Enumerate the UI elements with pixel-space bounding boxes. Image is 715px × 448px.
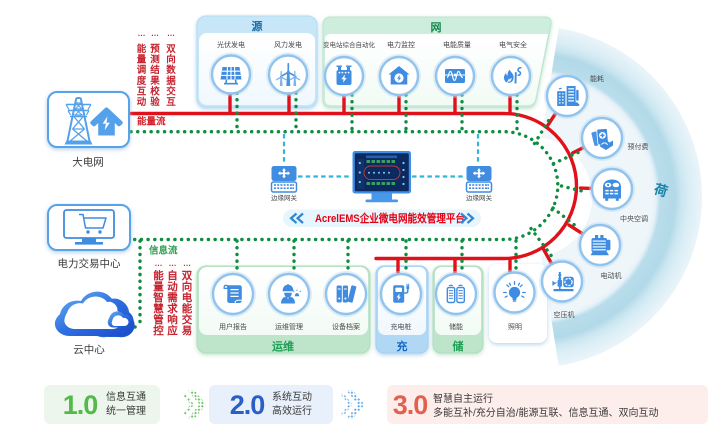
svg-text:双向数据交互: 双向数据交互 xyxy=(165,44,176,108)
svg-text:…: … xyxy=(138,29,146,38)
svg-text:储能: 储能 xyxy=(449,322,463,331)
svg-text:照明: 照明 xyxy=(508,323,522,331)
svg-text:预付费: 预付费 xyxy=(628,142,649,151)
svg-text:边缘网关: 边缘网关 xyxy=(271,193,298,202)
svg-text:电能质量: 电能质量 xyxy=(443,40,471,49)
svg-text:1.0: 1.0 xyxy=(63,390,98,420)
svg-text:…: … xyxy=(183,259,191,268)
svg-text:…: … xyxy=(167,29,175,38)
svg-text:能量调度互动: 能量调度互动 xyxy=(137,43,147,108)
svg-text:系统互动: 系统互动 xyxy=(272,390,312,403)
svg-text:…: … xyxy=(155,259,163,268)
svg-text:AcrelEMS企业微电网能效管理平台: AcrelEMS企业微电网能效管理平台 xyxy=(315,211,465,225)
svg-text:自动需求响应: 自动需求响应 xyxy=(167,269,178,337)
svg-text:运维管理: 运维管理 xyxy=(275,322,303,331)
svg-text:储: 储 xyxy=(453,339,464,353)
svg-text:空压机: 空压机 xyxy=(554,310,575,319)
svg-text:3.0: 3.0 xyxy=(393,390,428,420)
svg-text:智慧自主运行: 智慧自主运行 xyxy=(433,392,493,405)
svg-text:电力监控: 电力监控 xyxy=(387,40,415,49)
svg-text:预测结果校验: 预测结果校验 xyxy=(149,44,160,108)
svg-text:信息互通: 信息互通 xyxy=(106,390,146,403)
svg-text:高效运行: 高效运行 xyxy=(272,404,312,417)
svg-text:电动机: 电动机 xyxy=(601,271,622,280)
svg-text:风力发电: 风力发电 xyxy=(274,40,302,49)
svg-text:源: 源 xyxy=(252,19,263,33)
svg-text:能量流: 能量流 xyxy=(137,116,166,128)
svg-text:2.0: 2.0 xyxy=(230,390,265,420)
svg-text:统一管理: 统一管理 xyxy=(106,404,146,417)
svg-text:运维: 运维 xyxy=(272,339,294,353)
svg-text:电气安全: 电气安全 xyxy=(499,40,527,49)
svg-text:光伏发电: 光伏发电 xyxy=(217,40,245,49)
svg-text:多能互补/充分自治/能源互联、信息互通、双向互动: 多能互补/充分自治/能源互联、信息互通、双向互动 xyxy=(433,406,659,419)
svg-text:网: 网 xyxy=(431,21,442,34)
svg-text:…: … xyxy=(151,29,159,38)
svg-text:大电网: 大电网 xyxy=(72,156,104,169)
svg-text:充电桩: 充电桩 xyxy=(391,322,412,331)
svg-text:云中心: 云中心 xyxy=(73,343,105,356)
svg-text:…: … xyxy=(169,259,177,268)
svg-text:电力交易中心: 电力交易中心 xyxy=(58,257,121,270)
svg-text:荷: 荷 xyxy=(651,180,670,200)
svg-text:充: 充 xyxy=(397,339,408,353)
svg-text:能耗: 能耗 xyxy=(590,74,604,83)
svg-text:变电站综合自动化: 变电站综合自动化 xyxy=(323,40,376,49)
svg-text:用户报告: 用户报告 xyxy=(219,322,247,331)
svg-text:边缘网关: 边缘网关 xyxy=(466,193,493,202)
svg-text:设备档案: 设备档案 xyxy=(332,322,360,331)
svg-text:能量智慧管控: 能量智慧管控 xyxy=(152,269,164,337)
svg-text:信息流: 信息流 xyxy=(149,245,178,257)
svg-text:双向电能交易: 双向电能交易 xyxy=(181,270,193,337)
svg-text:中央空调: 中央空调 xyxy=(620,214,648,223)
